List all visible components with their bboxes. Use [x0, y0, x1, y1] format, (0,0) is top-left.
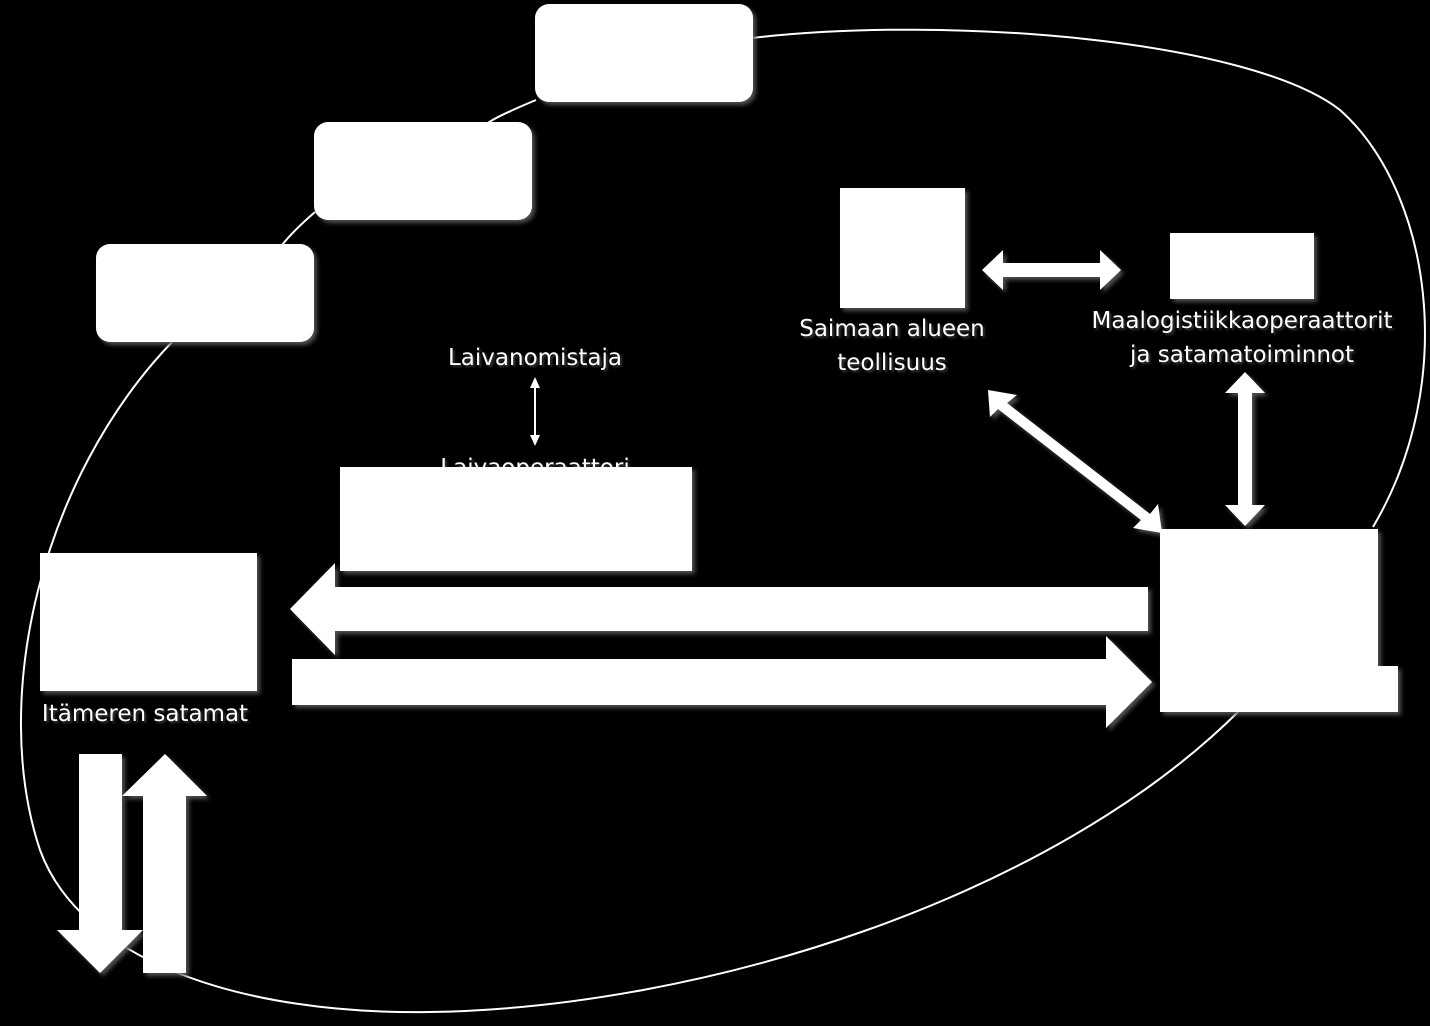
land-logistics-box [1170, 233, 1314, 299]
baltic-ports-label: Itämeren satamat [41, 701, 249, 727]
logistics-ports-vertical-arrow [1225, 372, 1265, 526]
top-rounded-box-2 [314, 122, 532, 220]
ship-operator-label-mask [340, 467, 692, 571]
industry-logistics-double-arrow [982, 250, 1121, 290]
wide-arrow-left [290, 563, 1148, 655]
industry-ports-diagonal-arrow [988, 390, 1162, 533]
vertical-arrow-up [122, 754, 207, 973]
land-logistics-label-line2: ja satamatoiminnot [1129, 342, 1354, 368]
baltic-ports-box [40, 553, 257, 691]
top-rounded-box-1 [96, 244, 314, 342]
saimaa-industry-box [840, 188, 965, 308]
vertical-arrow-down [57, 754, 143, 973]
land-logistics-label-line1: Maalogistiikkaoperaattorit [1091, 308, 1393, 334]
saimaa-ports-box [1160, 529, 1398, 712]
top-rounded-box-3 [535, 4, 753, 102]
ecosystem-boundary-ellipse [19, 28, 1426, 1014]
saimaa-industry-label-line1: Saimaan alueen [799, 316, 985, 342]
owner-operator-arrow-head-up [530, 377, 540, 388]
owner-operator-arrow-head-down [530, 435, 540, 446]
wide-arrow-right [292, 636, 1152, 728]
saimaa-industry-label-line2: teollisuus [837, 350, 947, 376]
ship-owner-label: Laivanomistaja [447, 345, 623, 371]
